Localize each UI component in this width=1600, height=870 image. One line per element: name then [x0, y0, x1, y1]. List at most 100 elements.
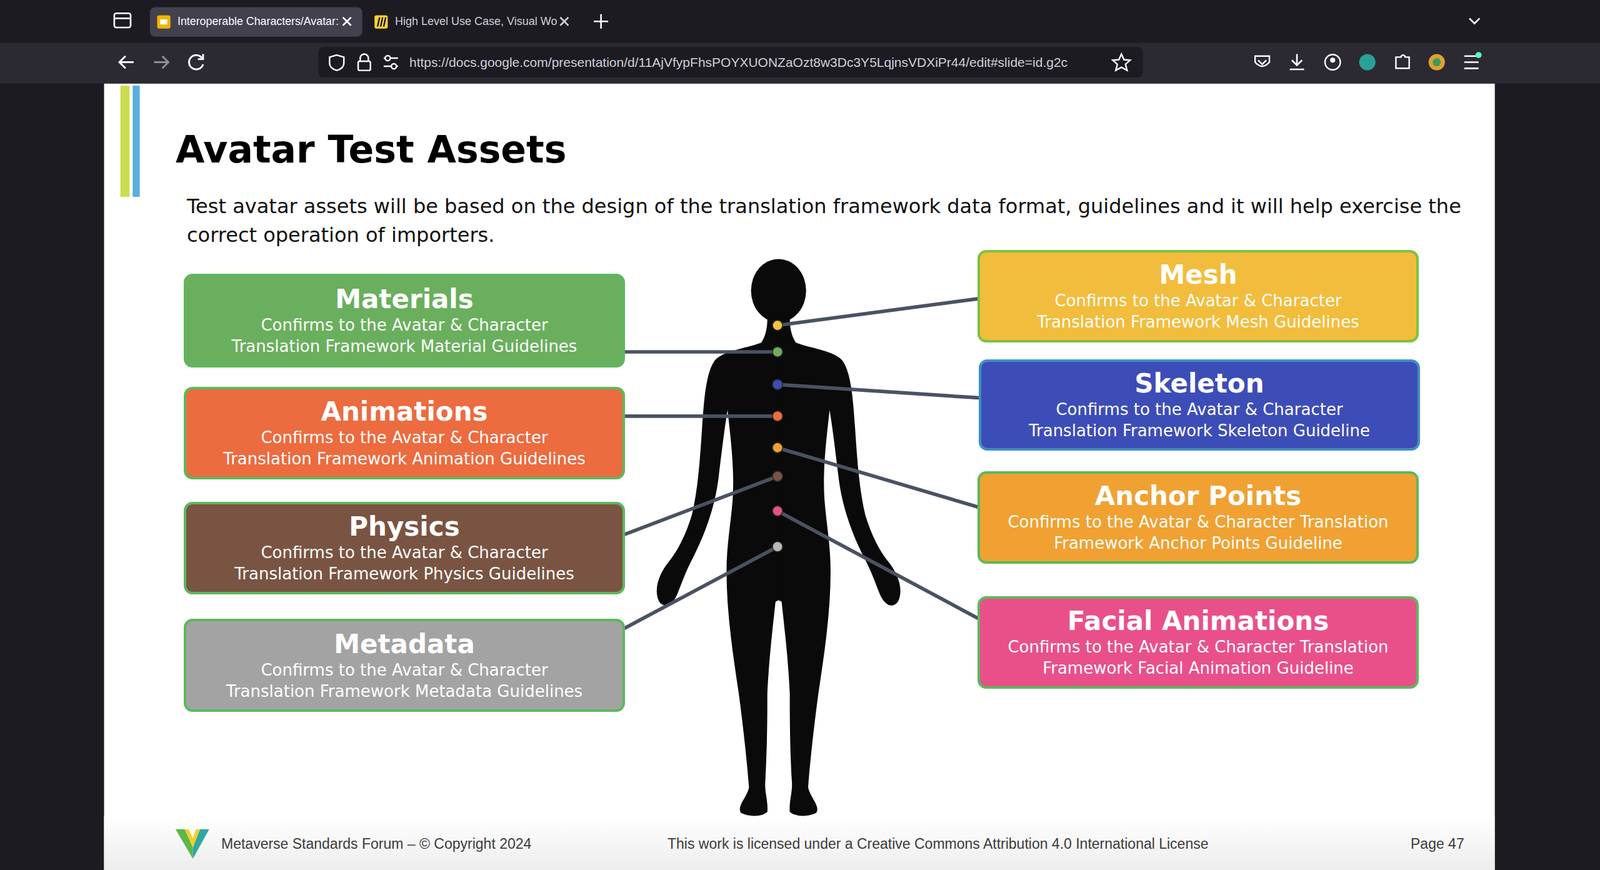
box-body: Confirms to the Avatar & Character Trans…	[987, 398, 1412, 442]
tab-close-icon	[343, 17, 352, 26]
active-tab	[150, 6, 363, 37]
leader-line	[624, 476, 778, 535]
account-icon	[1325, 54, 1340, 70]
url-text: https://docs.google.com/presentation/d/1…	[409, 54, 1068, 71]
box-heading: Mesh	[1158, 260, 1237, 290]
box-body: Confirms to the Avatar & Character Trans…	[192, 541, 617, 585]
metadata-box: MetadataConfirms to the Avatar & Charact…	[183, 618, 625, 712]
box-body: Confirms to the Avatar & Character Trans…	[986, 511, 1410, 554]
footer-band	[104, 816, 1495, 870]
leader-line	[777, 511, 978, 619]
box-heading: Metadata	[333, 629, 475, 660]
url-field	[318, 46, 1143, 78]
facial-animations-box: Facial AnimationsConfirms to the Avatar …	[977, 596, 1419, 689]
label-wrap: High Level Use Case, Visual Wo	[395, 14, 557, 29]
account-icon	[1330, 57, 1335, 63]
leader-line	[624, 546, 778, 629]
extension-icon	[1432, 58, 1441, 67]
body-dot	[772, 320, 783, 330]
body-dot	[772, 411, 783, 422]
label-wrap: Test avatar assets will be based on the …	[186, 191, 1462, 250]
slide-ground	[104, 83, 1495, 870]
mesh-box: MeshConfirms to the Avatar & Character T…	[977, 250, 1419, 343]
slides-favicon	[156, 15, 170, 29]
box-heading: Anchor Points	[1095, 481, 1302, 512]
lock-icon	[360, 53, 369, 61]
forum-logo	[185, 829, 200, 848]
lock-icon	[358, 61, 371, 71]
page-number: Page 47	[1410, 835, 1465, 853]
body-dot	[772, 505, 783, 516]
label-wrap: https://docs.google.com/presentation/d/1…	[409, 54, 1068, 71]
new-tab-icon	[593, 14, 609, 29]
skeleton-box: SkeletonConfirms to the Avatar & Charact…	[978, 359, 1420, 451]
leader-line	[624, 414, 778, 419]
tab-menu-chevron	[1469, 18, 1480, 24]
shield-icon	[329, 55, 344, 70]
tab-list-icon	[114, 17, 131, 20]
tab-close-icon	[560, 17, 569, 26]
box-body: Confirms to the Avatar & Character Trans…	[986, 636, 1410, 679]
tab-title: High Level Use Case, Visual Wo	[395, 14, 557, 29]
menu-badge	[1475, 51, 1482, 59]
box-heading: Facial Animations	[1067, 606, 1329, 637]
tab-list-icon	[114, 13, 131, 28]
body-dot	[772, 442, 783, 453]
box-body: Confirms to the Avatar & Character Trans…	[192, 659, 617, 702]
label-wrap: This work is licensed under a Creative C…	[667, 835, 1209, 853]
anchor-points-box: Anchor PointsConfirms to the Avatar & Ch…	[977, 471, 1419, 564]
miro-favicon	[374, 15, 388, 29]
forward-icon	[154, 56, 169, 69]
title-wrap: Avatar Test Assets	[175, 128, 567, 172]
extension-icon	[1428, 53, 1445, 70]
leader-line	[777, 447, 978, 507]
extension-icon	[1359, 53, 1376, 70]
slides-favicon	[160, 19, 167, 25]
copyright-text: Metaverse Standards Forum – © Copyright …	[221, 835, 532, 853]
subtitle-text: Test avatar assets will be based on the …	[186, 191, 1462, 250]
leader-line	[777, 298, 978, 325]
extensions-icon	[1395, 55, 1409, 69]
leader-line	[777, 384, 978, 398]
accent-bar	[132, 85, 140, 197]
human-silhouette	[656, 316, 780, 817]
menu-icon	[1464, 56, 1479, 69]
leader-lines	[624, 298, 978, 629]
box-body: Confirms to the Avatar & Character Trans…	[192, 426, 617, 470]
body-dot	[772, 541, 783, 552]
body-dot	[772, 379, 783, 390]
box-heading: Animations	[320, 396, 488, 427]
body-dots	[772, 320, 783, 552]
slide-title: Avatar Test Assets	[175, 128, 567, 172]
box-body: Confirms to the Avatar & Character Trans…	[192, 314, 617, 357]
bookmark-star	[1112, 53, 1130, 70]
label-wrap: Page 47	[1410, 835, 1465, 853]
label-wrap: Interoperable Characters/Avatar:	[177, 14, 339, 29]
materials-box: MaterialsConfirms to the Avatar & Charac…	[183, 273, 625, 368]
permissions-icon	[391, 63, 397, 69]
box-heading: Physics	[348, 511, 460, 542]
reload-icon	[188, 53, 203, 70]
permissions-icon	[385, 55, 390, 61]
miro-favicon	[377, 17, 386, 27]
download-icon	[1290, 53, 1305, 69]
back-icon	[119, 56, 134, 69]
animations-box: AnimationsConfirms to the Avatar & Chara…	[183, 386, 625, 480]
body-dot	[772, 471, 783, 482]
tab-title: Interoperable Characters/Avatar:	[177, 14, 339, 29]
box-heading: Skeleton	[1134, 368, 1264, 399]
pocket-icon	[1255, 56, 1270, 67]
leader-line	[624, 350, 778, 354]
license-text: This work is licensed under a Creative C…	[667, 835, 1209, 853]
box-heading: Materials	[335, 284, 474, 315]
toolbar	[0, 43, 1600, 84]
box-body: Confirms to the Avatar & Character Trans…	[986, 290, 1410, 333]
human-silhouette	[751, 258, 807, 322]
physics-box: PhysicsConfirms to the Avatar & Characte…	[183, 501, 625, 595]
label-wrap: Metaverse Standards Forum – © Copyright …	[221, 835, 532, 853]
body-dot	[772, 346, 783, 357]
window-margin	[1495, 83, 1600, 870]
accent-bar	[120, 85, 130, 197]
